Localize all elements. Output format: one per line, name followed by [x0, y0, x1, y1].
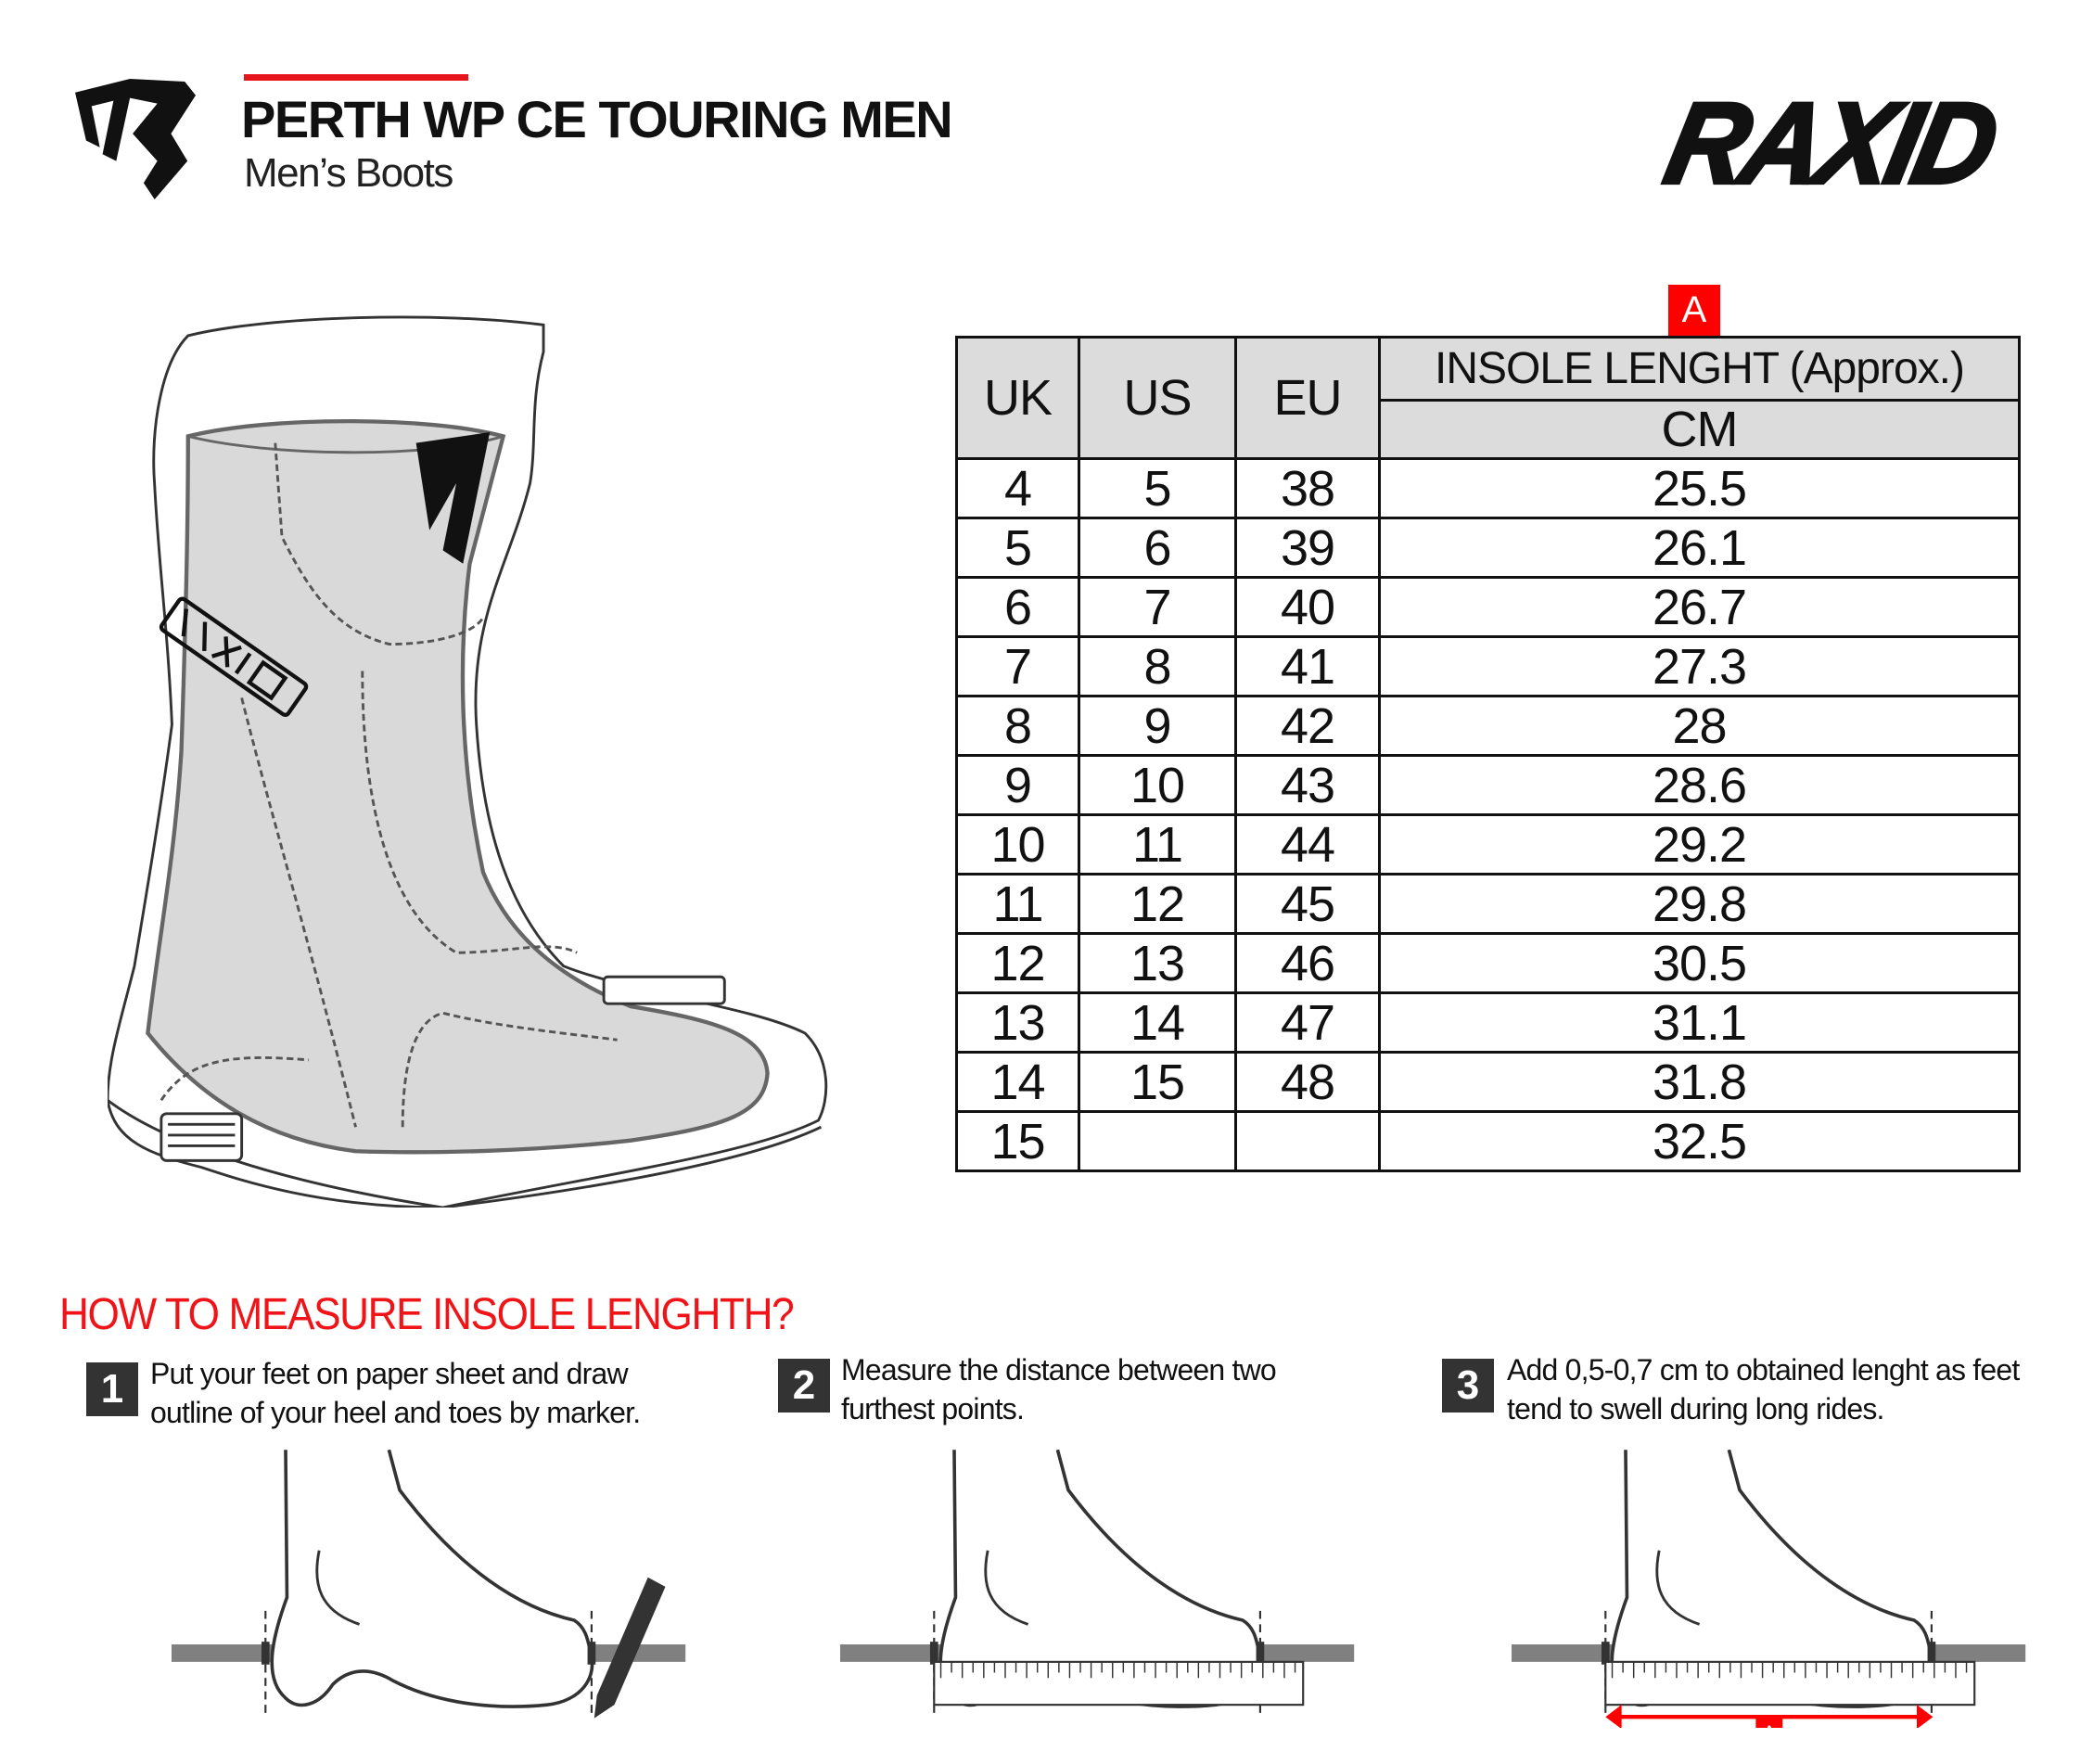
cell-uk: 12 — [955, 932, 1080, 994]
cell-eu — [1234, 1110, 1381, 1172]
cell-cm: 27.3 — [1378, 635, 2021, 697]
cell-cm: 25.5 — [1378, 457, 2021, 519]
cell-us: 10 — [1078, 754, 1237, 816]
cell-cm: 28 — [1378, 695, 2021, 757]
cell-eu: 41 — [1234, 635, 1381, 697]
header-eu: EU — [1234, 336, 1381, 460]
cell-cm: 31.1 — [1378, 991, 2021, 1054]
header-cm: CM — [1378, 399, 2021, 460]
boot-illustration — [108, 315, 828, 1208]
product-title: PERTH WP CE TOURING MEN — [241, 90, 953, 148]
step-1-number: 1 — [86, 1362, 138, 1416]
header-insole-length: INSOLE LENGHT (Approx.) — [1378, 336, 2021, 402]
cell-us: 6 — [1078, 517, 1237, 579]
step-2-number: 2 — [778, 1359, 830, 1412]
cell-cm: 28.6 — [1378, 754, 2021, 816]
table-row: 15 32.5 — [955, 1110, 2021, 1172]
cell-uk: 7 — [955, 635, 1080, 697]
cell-eu: 46 — [1234, 932, 1381, 994]
cell-us: 8 — [1078, 635, 1237, 697]
cell-us: 9 — [1078, 695, 1237, 757]
cell-eu: 43 — [1234, 754, 1381, 816]
cell-us: 13 — [1078, 932, 1237, 994]
cell-cm: 30.5 — [1378, 932, 2021, 994]
cell-uk: 14 — [955, 1051, 1080, 1113]
cell-uk: 15 — [955, 1110, 1080, 1172]
raxid-brand-logo: RAXID — [1653, 78, 2007, 211]
header-uk: UK — [955, 336, 1080, 460]
insole-marker-a: A — [1763, 1722, 1776, 1728]
cell-eu: 48 — [1234, 1051, 1381, 1113]
cell-eu: 47 — [1234, 991, 1381, 1054]
cell-us: 15 — [1078, 1051, 1237, 1113]
cell-uk: 11 — [955, 873, 1080, 935]
cell-eu: 40 — [1234, 576, 1381, 638]
cell-cm: 29.8 — [1378, 873, 2021, 935]
insole-marker-badge: A — [1668, 285, 1720, 336]
cell-cm: 26.1 — [1378, 517, 2021, 579]
how-to-measure-heading: HOW TO MEASURE INSOLE LENGHTH? — [59, 1290, 795, 1339]
step-3-number: 3 — [1442, 1359, 1494, 1412]
cell-uk: 10 — [955, 813, 1080, 876]
product-subtitle: Men’s Boots — [244, 150, 453, 196]
cell-cm: 26.7 — [1378, 576, 2021, 638]
cell-us: 7 — [1078, 576, 1237, 638]
cell-uk: 9 — [955, 754, 1080, 816]
step-3-text: Add 0,5-0,7 cm to obtained lenght as fee… — [1507, 1353, 2020, 1425]
cell-uk: 8 — [955, 695, 1080, 757]
title-accent-line — [244, 74, 468, 81]
cell-eu: 45 — [1234, 873, 1381, 935]
cell-us — [1078, 1110, 1237, 1172]
cell-eu: 44 — [1234, 813, 1381, 876]
step-2-foot-ruler-illustration — [840, 1450, 1357, 1720]
cell-us: 11 — [1078, 813, 1237, 876]
cell-uk: 4 — [955, 457, 1080, 519]
header-us: US — [1078, 336, 1237, 460]
step-1-foot-illustration — [172, 1450, 688, 1720]
cell-cm: 29.2 — [1378, 813, 2021, 876]
raxid-r-logo-icon — [75, 79, 197, 199]
cell-us: 14 — [1078, 991, 1237, 1054]
cell-uk: 5 — [955, 517, 1080, 579]
cell-uk: 13 — [955, 991, 1080, 1054]
cell-cm: 32.5 — [1378, 1110, 2021, 1172]
cell-eu: 38 — [1234, 457, 1381, 519]
cell-us: 12 — [1078, 873, 1237, 935]
cell-uk: 6 — [955, 576, 1080, 638]
cell-eu: 39 — [1234, 517, 1381, 579]
step-3-foot-ruler-illustration: A — [1512, 1450, 2028, 1728]
cell-us: 5 — [1078, 457, 1237, 519]
cell-eu: 42 — [1234, 695, 1381, 757]
cell-cm: 31.8 — [1378, 1051, 2021, 1113]
